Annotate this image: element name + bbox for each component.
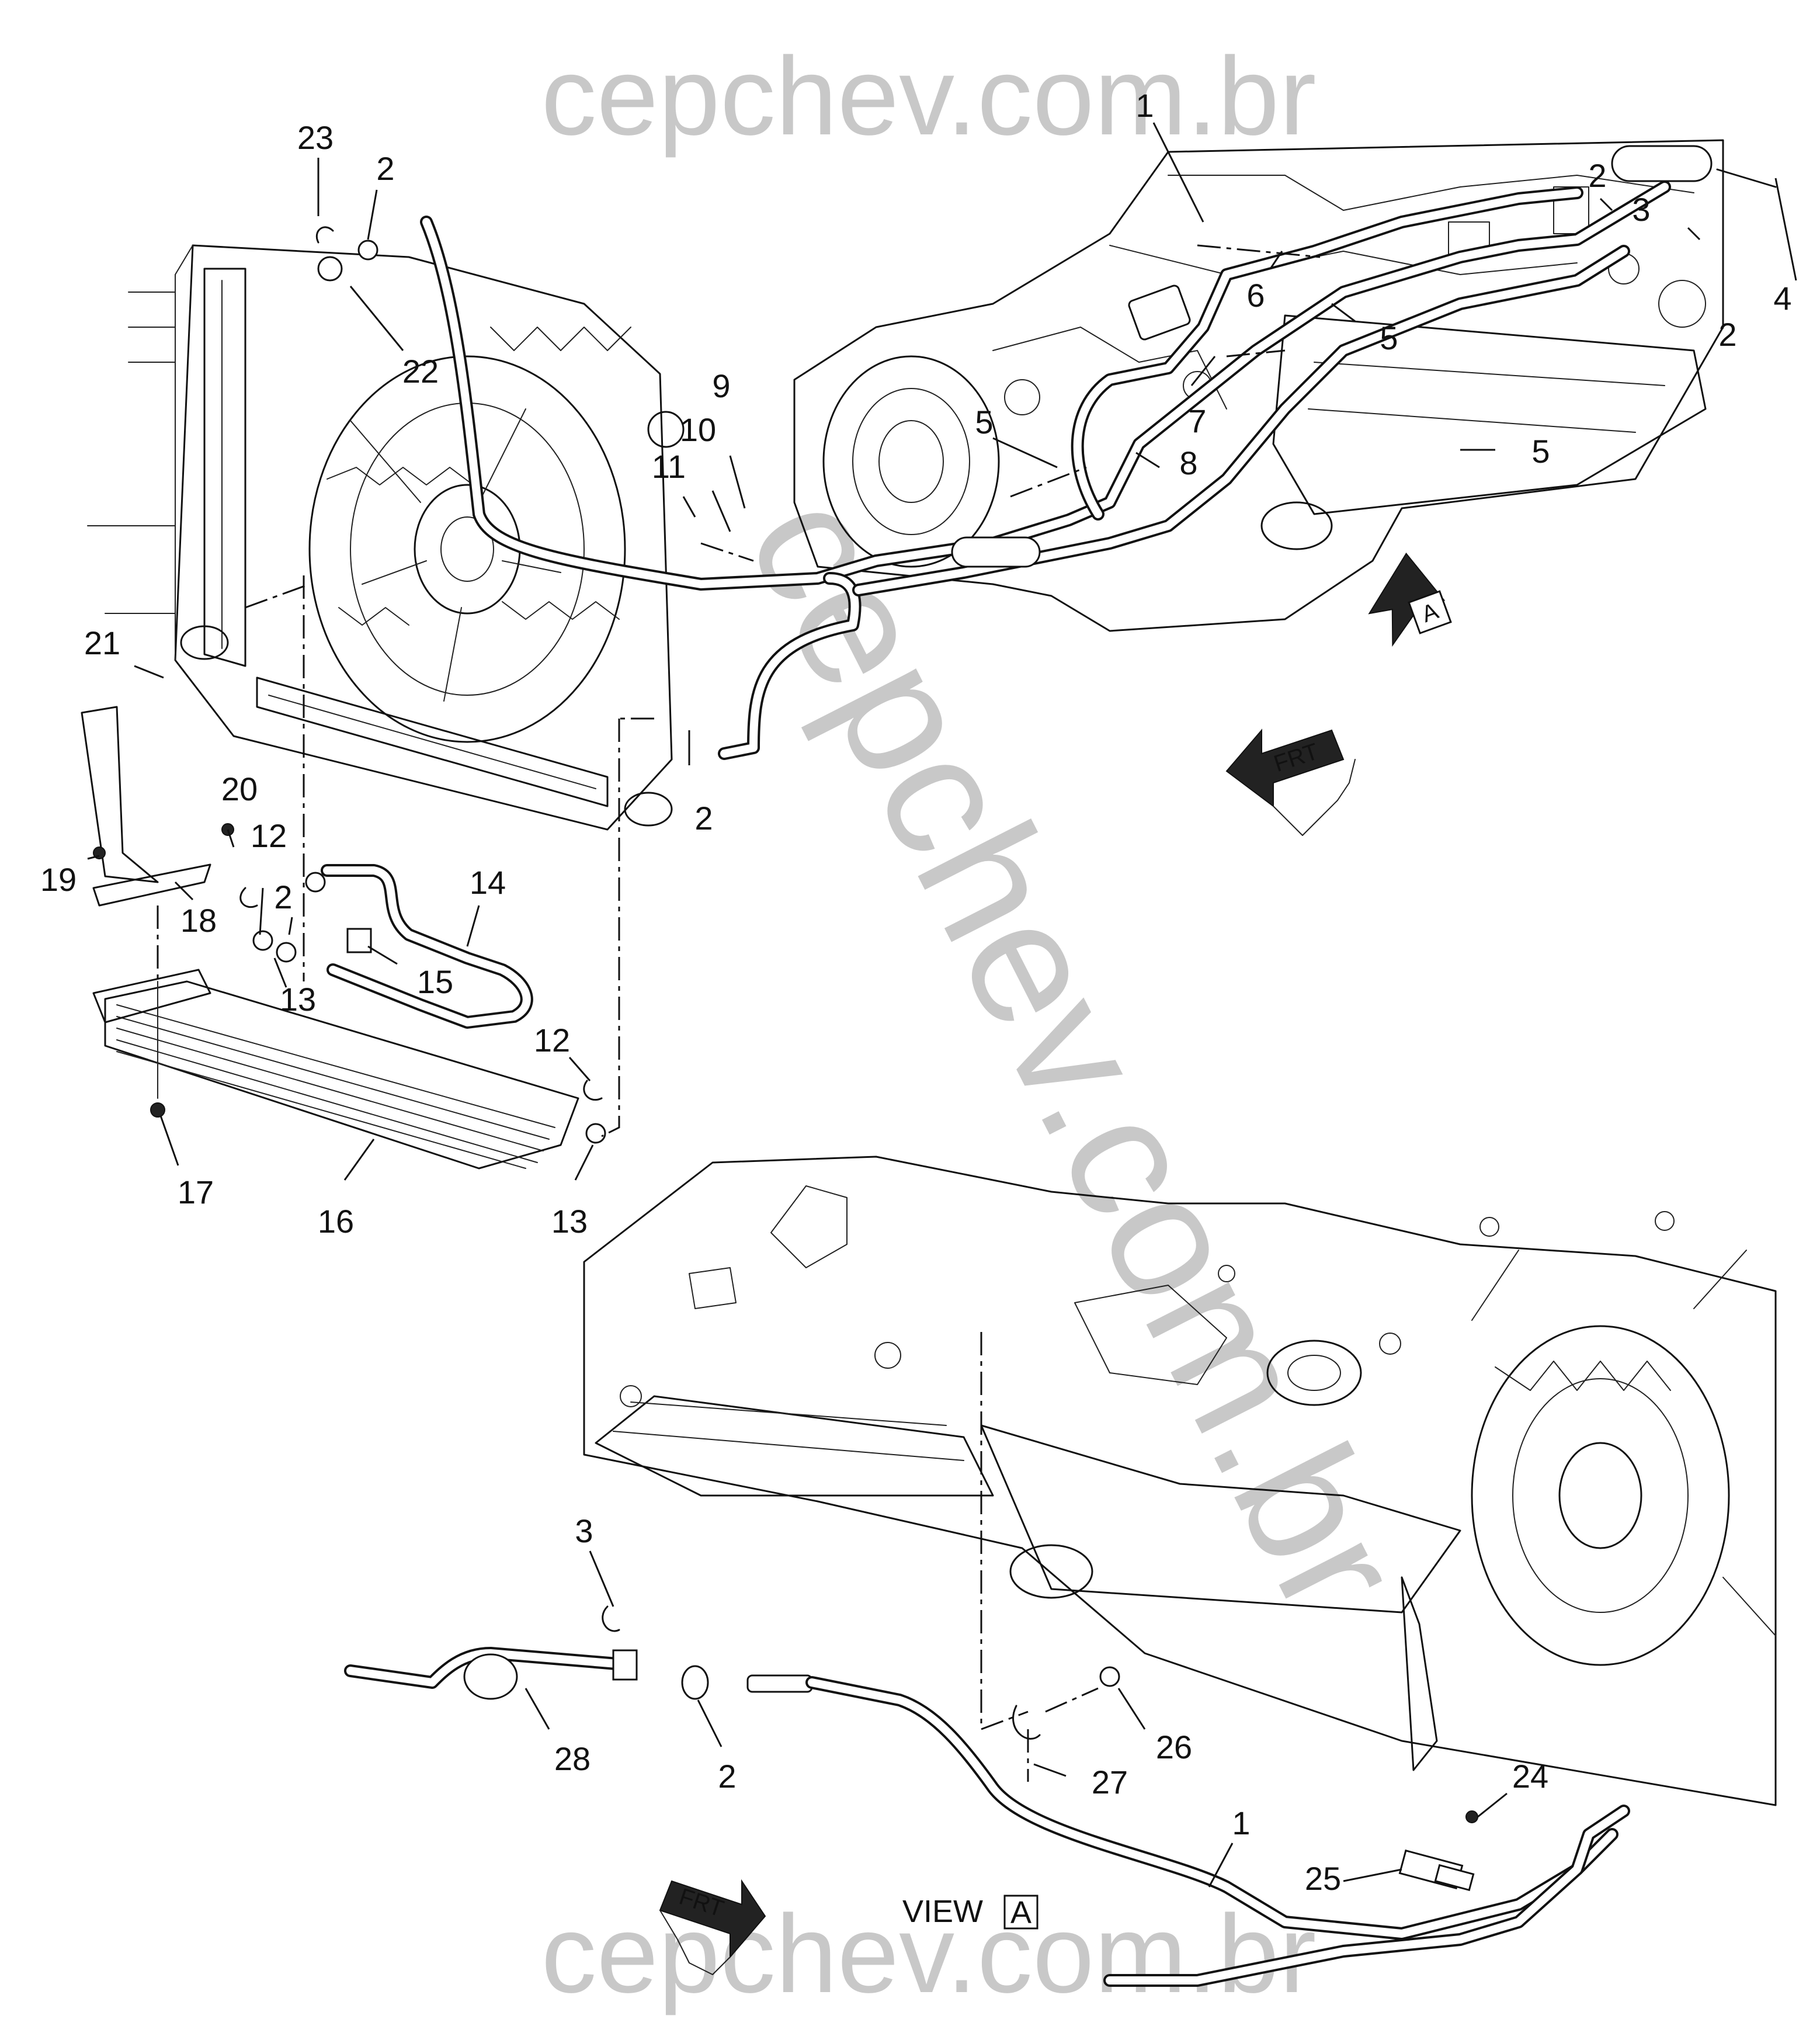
dashed-leader-lower xyxy=(980,1332,1029,1731)
callout-3-b: 3 xyxy=(575,1512,593,1549)
callout-23: 23 xyxy=(297,119,334,156)
engine-lower-view xyxy=(583,1156,1777,1806)
radiator-fan-assembly xyxy=(87,244,685,831)
callout-2-d: 2 xyxy=(274,879,292,915)
callout-21: 21 xyxy=(84,625,120,661)
callout-5-b: 5 xyxy=(1380,320,1398,356)
callout-6: 6 xyxy=(1246,277,1265,314)
callout-8: 8 xyxy=(1179,445,1197,481)
callout-1-top: 1 xyxy=(1135,87,1154,124)
callout-10: 10 xyxy=(680,411,716,448)
callout-2-c: 2 xyxy=(376,150,394,187)
callout-2-e: 2 xyxy=(694,800,713,837)
callout-19: 19 xyxy=(40,861,77,898)
callout-leaders xyxy=(87,122,1797,1888)
callout-13-a: 13 xyxy=(280,981,316,1018)
callout-13-b: 13 xyxy=(551,1203,588,1240)
callout-16: 16 xyxy=(318,1203,354,1240)
callout-1-bottom: 1 xyxy=(1232,1805,1250,1841)
view-label-prefix: VIEW xyxy=(902,1894,983,1929)
callout-26: 26 xyxy=(1156,1729,1192,1765)
callout-17: 17 xyxy=(178,1174,214,1210)
cooler-line-lower xyxy=(344,1605,1630,1987)
frt-label-upper: FRT xyxy=(1271,738,1322,777)
oil-cooler-assembly xyxy=(81,226,606,1170)
callout-11: 11 xyxy=(652,448,686,485)
callout-4: 4 xyxy=(1773,280,1791,317)
dashed-leader-lower-c xyxy=(1045,1687,1099,1713)
callout-25: 25 xyxy=(1305,1860,1341,1897)
engine-transmission-upper xyxy=(793,139,1724,632)
view-a-arrow: A xyxy=(1368,552,1452,647)
callout-7: 7 xyxy=(1188,403,1206,439)
callout-14: 14 xyxy=(470,864,506,901)
dashed-leaders-upper xyxy=(157,244,1321,1137)
view-a-label: VIEW A xyxy=(902,1894,1038,1930)
callout-2-a: 2 xyxy=(1588,157,1606,194)
callout-5-c: 5 xyxy=(1531,433,1550,470)
callout-12-a: 12 xyxy=(251,817,287,854)
callout-27: 27 xyxy=(1092,1764,1128,1800)
callout-2-f: 2 xyxy=(718,1758,736,1795)
callout-22: 22 xyxy=(402,353,439,390)
callout-9: 9 xyxy=(712,367,730,404)
watermark-top: cepchev.com.br xyxy=(541,34,1316,158)
callout-12-b: 12 xyxy=(534,1022,570,1059)
callout-18: 18 xyxy=(180,902,217,939)
frt-arrow-upper: FRT xyxy=(1225,728,1356,836)
callout-28: 28 xyxy=(554,1740,591,1777)
callout-15: 15 xyxy=(417,963,453,1000)
callout-3-a: 3 xyxy=(1632,191,1650,228)
callout-24: 24 xyxy=(1512,1758,1548,1795)
cooler-line-upper xyxy=(420,145,1777,760)
callout-5-a: 5 xyxy=(975,404,993,440)
callout-20: 20 xyxy=(221,771,258,807)
callout-2-b: 2 xyxy=(1718,316,1736,353)
callout-numbers: 1 2 3 4 2 5 6 7 5 8 5 9 10 11 23 2 22 21… xyxy=(40,87,1792,1897)
view-label-letter: A xyxy=(1010,1895,1031,1930)
